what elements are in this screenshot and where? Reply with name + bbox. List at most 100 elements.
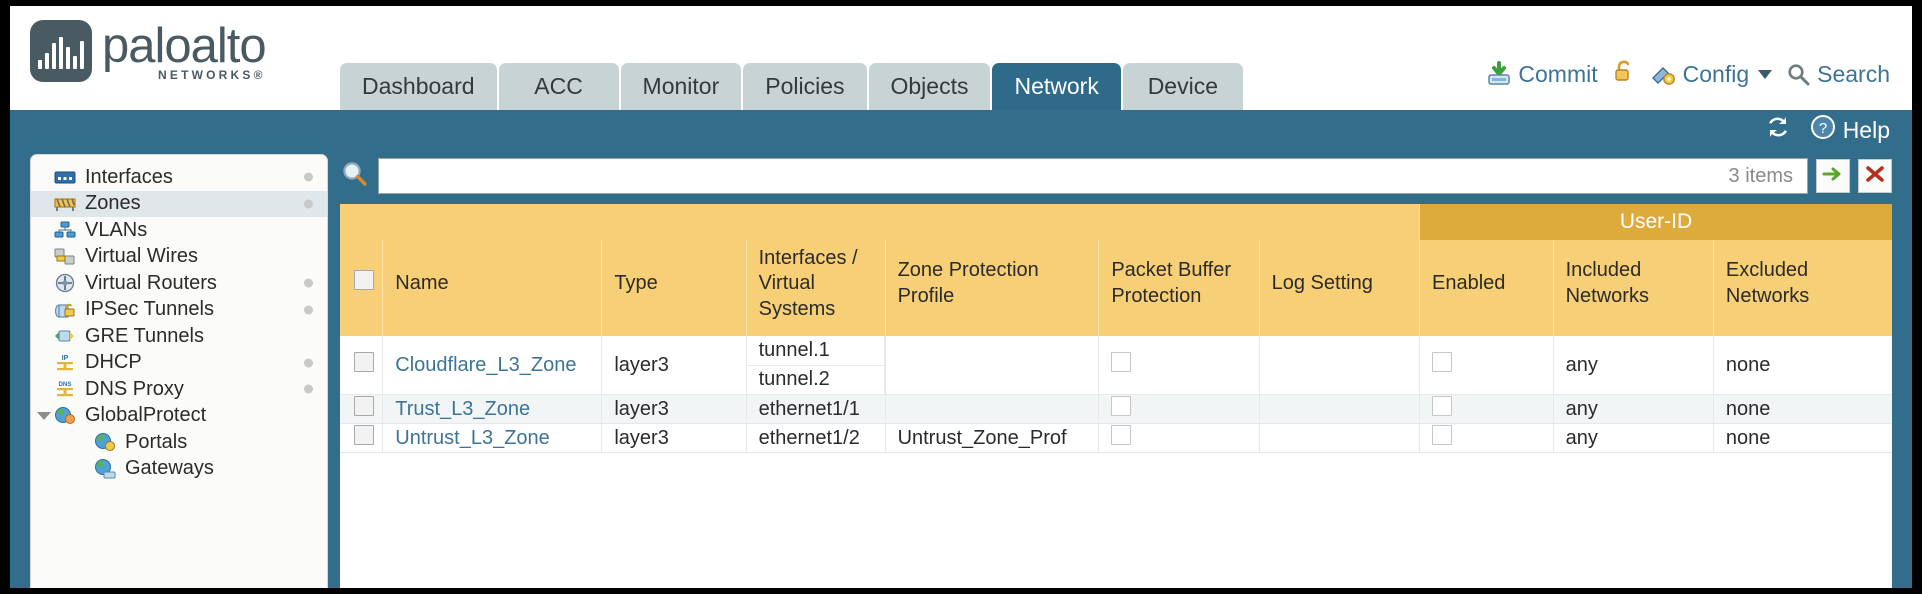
col-log-setting[interactable]: Log Setting xyxy=(1259,240,1421,336)
cell-packet-buffer-protection[interactable] xyxy=(1098,394,1260,424)
commit-button[interactable]: Commit xyxy=(1486,61,1598,88)
tab-policies[interactable]: Policies xyxy=(743,63,867,110)
virtual-wires-icon xyxy=(53,247,77,267)
cell-packet-buffer-protection[interactable] xyxy=(1098,336,1260,395)
col-userid-enabled[interactable]: Enabled xyxy=(1419,240,1554,336)
cell-packet-buffer-protection[interactable] xyxy=(1098,423,1260,453)
sidebar-item-gateways[interactable]: Gateways xyxy=(31,456,327,483)
apply-filter-button[interactable] xyxy=(1816,159,1850,193)
filter-bar: 3 items xyxy=(340,154,1892,198)
search-label: Search xyxy=(1817,60,1890,87)
cell-included-networks: any xyxy=(1553,423,1714,453)
cell-userid-enabled[interactable] xyxy=(1419,394,1554,424)
zone-name-link[interactable]: Cloudflare_L3_Zone xyxy=(395,353,577,376)
status-dot xyxy=(304,172,313,182)
sidebar-item-vlans[interactable]: VLANs xyxy=(31,217,327,244)
packet-buffer-checkbox[interactable] xyxy=(1111,352,1132,372)
question-circle-icon: ? xyxy=(1810,114,1836,146)
refresh-icon[interactable] xyxy=(1764,114,1792,146)
cell-type: layer3 xyxy=(601,336,747,395)
tab-dashboard[interactable]: Dashboard xyxy=(340,63,497,110)
table-row[interactable]: Trust_L3_Zone layer3 ethernet1/1 any xyxy=(340,394,1892,424)
brand-wordmark: paloalto NETWORKS® xyxy=(102,21,267,82)
tab-acc[interactable]: ACC xyxy=(498,63,619,110)
col-excluded-networks[interactable]: Excluded Networks xyxy=(1713,240,1892,336)
col-zone-protection-profile[interactable]: Zone Protection Profile xyxy=(885,240,1100,336)
sidebar-item-virtual-wires[interactable]: Virtual Wires xyxy=(31,244,327,271)
select-all-header[interactable] xyxy=(340,240,384,336)
tab-device[interactable]: Device xyxy=(1122,63,1243,110)
col-included-networks[interactable]: Included Networks xyxy=(1553,240,1714,336)
sidebar-item-interfaces[interactable]: Interfaces xyxy=(31,164,327,191)
top-actions: Commit Config xyxy=(1486,58,1890,90)
cell-userid-enabled[interactable] xyxy=(1419,336,1554,395)
sidebar-item-virtual-routers[interactable]: Virtual Routers xyxy=(31,270,327,297)
col-interfaces-virtual-systems[interactable]: Interfaces / Virtual Systems xyxy=(746,240,886,336)
sidebar-item-zones[interactable]: Zones xyxy=(31,190,327,217)
row-checkbox[interactable] xyxy=(354,425,374,445)
sidebar-item-dhcp[interactable]: IP DHCP xyxy=(31,350,327,377)
userid-enabled-checkbox[interactable] xyxy=(1432,425,1452,445)
cell-name[interactable]: Cloudflare_L3_Zone xyxy=(382,336,603,395)
commit-save-icon xyxy=(1486,61,1512,87)
cell-name[interactable]: Untrust_L3_Zone xyxy=(382,423,603,453)
vlans-icon xyxy=(53,220,77,240)
select-all-checkbox[interactable] xyxy=(354,270,374,291)
table-header-row: Name Type Interfaces / Virtual Systems Z… xyxy=(340,240,1892,336)
unlock-icon[interactable] xyxy=(1612,58,1636,90)
cell-name[interactable]: Trust_L3_Zone xyxy=(382,394,603,424)
zones-table-body: Cloudflare_L3_Zone layer3 tunnel.1 tunne… xyxy=(340,336,1892,453)
sidebar-item-globalprotect[interactable]: GlobalProtect xyxy=(31,403,327,430)
config-menu[interactable]: Config xyxy=(1650,60,1773,88)
sidebar-item-dns-proxy[interactable]: DNS DNS Proxy xyxy=(31,376,327,403)
table-row[interactable]: Untrust_L3_Zone layer3 ethernet1/2 Untru… xyxy=(340,423,1892,453)
zones-table: User-ID Name Type Interfaces / Virtual S… xyxy=(340,204,1892,453)
row-checkbox[interactable] xyxy=(354,396,374,416)
col-name[interactable]: Name xyxy=(382,240,603,336)
main-nav-tabs: Dashboard ACC Monitor Policies Objects N… xyxy=(340,63,1243,110)
packet-buffer-checkbox[interactable] xyxy=(1111,396,1132,416)
search-button[interactable]: Search xyxy=(1786,61,1890,88)
brand-logo[interactable]: paloalto NETWORKS® xyxy=(30,20,267,82)
tab-network[interactable]: Network xyxy=(992,63,1121,110)
userid-enabled-checkbox[interactable] xyxy=(1432,352,1452,372)
magnifier-icon xyxy=(1786,62,1811,87)
col-packet-buffer-protection[interactable]: Packet Buffer Protection xyxy=(1098,240,1260,336)
cell-excluded-networks: none xyxy=(1713,394,1892,424)
sidebar-item-ipsec-tunnels[interactable]: IPSec Tunnels xyxy=(31,297,327,324)
zone-name-link[interactable]: Untrust_L3_Zone xyxy=(395,426,550,449)
table-group-header-row: User-ID xyxy=(340,204,1892,240)
cell-type: layer3 xyxy=(601,423,747,453)
col-type[interactable]: Type xyxy=(601,240,747,336)
chevron-down-icon[interactable] xyxy=(1758,69,1773,79)
row-select-cell[interactable] xyxy=(340,336,384,395)
row-select-cell[interactable] xyxy=(340,394,384,424)
cell-zone-protection-profile: Untrust_Zone_Prof xyxy=(885,423,1100,453)
tab-objects[interactable]: Objects xyxy=(868,63,991,110)
zone-name-link[interactable]: Trust_L3_Zone xyxy=(395,397,531,420)
sidebar-label: Virtual Routers xyxy=(85,271,217,294)
search-input[interactable]: 3 items xyxy=(378,158,1808,194)
brand-tagline: NETWORKS® xyxy=(158,67,266,82)
zones-panel: 3 items xyxy=(340,154,1892,588)
magnifier-icon[interactable] xyxy=(340,159,370,194)
sidebar-item-gre-tunnels[interactable]: GRE Tunnels xyxy=(31,323,327,350)
red-x-icon xyxy=(1865,165,1885,188)
expander-triangle-icon[interactable] xyxy=(37,411,51,420)
sidebar-label: Gateways xyxy=(125,457,214,480)
row-checkbox[interactable] xyxy=(354,352,374,372)
help-button[interactable]: ? Help xyxy=(1810,114,1890,146)
cell-interfaces: ethernet1/2 xyxy=(746,423,886,453)
sidebar-label: Virtual Wires xyxy=(85,245,198,268)
tab-monitor[interactable]: Monitor xyxy=(620,63,742,110)
dhcp-icon: IP xyxy=(53,353,77,373)
config-label: Config xyxy=(1682,60,1750,87)
cell-userid-enabled[interactable] xyxy=(1419,423,1554,453)
cell-zone-protection-profile xyxy=(885,336,1100,395)
userid-enabled-checkbox[interactable] xyxy=(1432,396,1452,416)
svg-text:IP: IP xyxy=(62,355,69,362)
clear-filter-button[interactable] xyxy=(1858,159,1892,193)
sidebar-item-portals[interactable]: Portals xyxy=(31,429,327,456)
packet-buffer-checkbox[interactable] xyxy=(1111,425,1132,445)
row-select-cell[interactable] xyxy=(340,423,384,453)
